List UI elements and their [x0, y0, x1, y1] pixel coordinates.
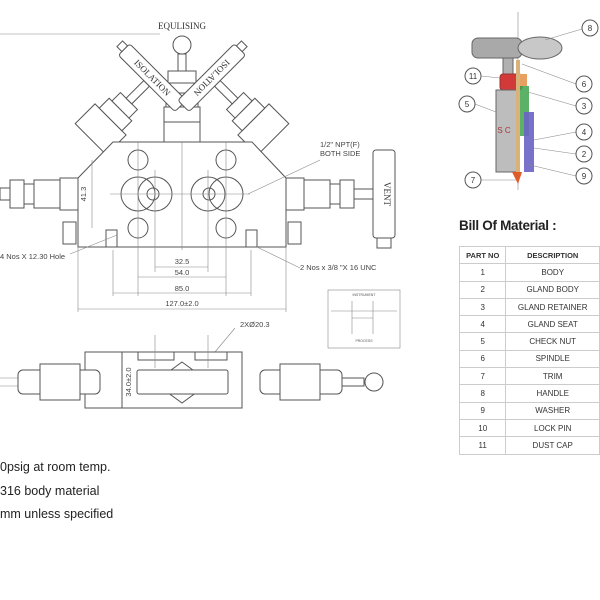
schematic-box: INSTRUMENT PROCESS: [327, 289, 401, 349]
dim-label: 127.0±2.0: [165, 299, 198, 308]
description-cell: CHECK NUT: [505, 332, 600, 351]
part-no-cell: 2: [458, 280, 507, 299]
svg-text:S C: S C: [497, 126, 511, 135]
callout-circle: [458, 95, 476, 113]
description-cell: GLAND SEAT: [505, 315, 600, 334]
callout-circle: [464, 171, 482, 189]
callout-circle: [581, 19, 599, 37]
depth-dim: 34.0±2.0: [124, 367, 133, 396]
description-cell: HANDLE: [505, 384, 600, 403]
npt-label-2: BOTH SIDE: [320, 149, 360, 158]
part-no-cell: 6: [458, 349, 507, 369]
side-fittings: VENT: [0, 149, 396, 249]
part-no-cell: 4: [458, 315, 507, 334]
description-cell: TRIM: [505, 367, 600, 386]
description-cell: LOCK PIN: [505, 418, 600, 438]
valve-cutaway: S C: [471, 12, 563, 190]
callout-circle: [575, 123, 593, 141]
callout-number: 7: [471, 176, 476, 185]
part-no-cell: 7: [458, 367, 507, 386]
callout-number: 6: [582, 80, 587, 89]
part-no-cell: 11: [458, 436, 507, 455]
description-cell: GLAND RETAINER: [505, 297, 600, 317]
npt-label: 1/2" NPT(F): [320, 140, 360, 149]
description-cell: SPINDLE: [505, 349, 600, 369]
callout-number: 4: [582, 128, 587, 137]
callout-circle: [575, 97, 593, 115]
dim-label: 32.5: [175, 257, 190, 266]
callout-number: 11: [469, 72, 478, 81]
part-no-cell: 10: [458, 418, 507, 438]
bom-title: Bill Of Material :: [459, 218, 557, 233]
height-dim: 41.3: [79, 187, 88, 202]
dimension-lines: 32.5 54.0 85.0 127.0±2.0: [77, 247, 287, 312]
bore-callout: 2XØ20.3: [240, 320, 270, 329]
part-no-cell: 9: [458, 401, 507, 420]
part-no-cell: 5: [458, 332, 507, 351]
vent-label: VENT: [382, 182, 392, 206]
callout-number: 3: [582, 102, 587, 111]
callout-circle: [575, 75, 593, 93]
dim-label: 54.0: [175, 268, 190, 277]
description-cell: GLAND BODY: [505, 280, 600, 299]
instrument-label: INSTRUMENT: [353, 293, 377, 297]
callout-circle: [575, 145, 593, 163]
header-description: DESCRIPTION: [505, 245, 600, 265]
note-units: mm unless specified: [0, 507, 114, 521]
equalising-label: EQULISING: [158, 21, 206, 31]
note-material: 316 body material: [0, 484, 100, 498]
note-pressure: 0psig at room temp.: [0, 460, 111, 474]
part-no-cell: 8: [458, 384, 507, 403]
callout-number: 8: [588, 24, 593, 33]
description-cell: WASHER: [505, 401, 600, 420]
callout-number: 5: [465, 100, 470, 109]
header-part-no: PART NO: [458, 245, 507, 265]
hole-callout: 4 Nos X 12.30 Hole: [0, 252, 65, 261]
manifold-block-top: 2XØ20.3 34.0±2.0: [0, 320, 384, 409]
callout-circle: [575, 167, 593, 185]
manifold-block-front: 41.3: [77, 141, 287, 296]
callout-number: 9: [582, 172, 587, 181]
part-no-cell: 3: [458, 297, 507, 317]
dim-label: 85.0: [175, 284, 190, 293]
process-label: PROCESS: [355, 339, 373, 343]
callout-number: 2: [582, 150, 587, 159]
cutaway-callouts: [474, 28, 583, 181]
unc-callout: 2 Nos x 3/8 "X 16 UNC: [300, 263, 377, 272]
description-cell: DUST CAP: [505, 436, 600, 455]
description-cell: BODY: [505, 263, 600, 282]
part-no-cell: 1: [458, 263, 507, 282]
callout-circle: [464, 67, 482, 85]
